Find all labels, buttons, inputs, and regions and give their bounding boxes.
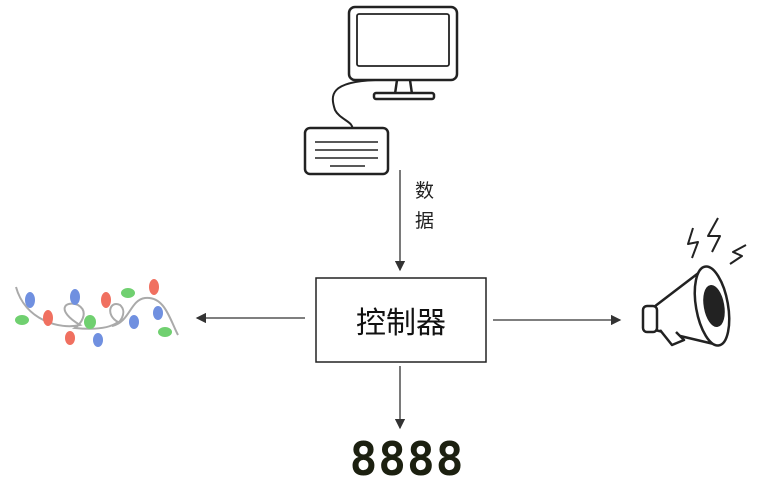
speaker-icon <box>641 217 747 347</box>
computer-icon <box>303 5 459 176</box>
string-lights-icon <box>15 279 179 347</box>
data-flow-label: 数据 <box>415 180 435 232</box>
controller-box <box>315 277 487 363</box>
seven-segment-display: 8888 <box>349 432 465 486</box>
controller-label: 控制器 <box>356 306 446 341</box>
